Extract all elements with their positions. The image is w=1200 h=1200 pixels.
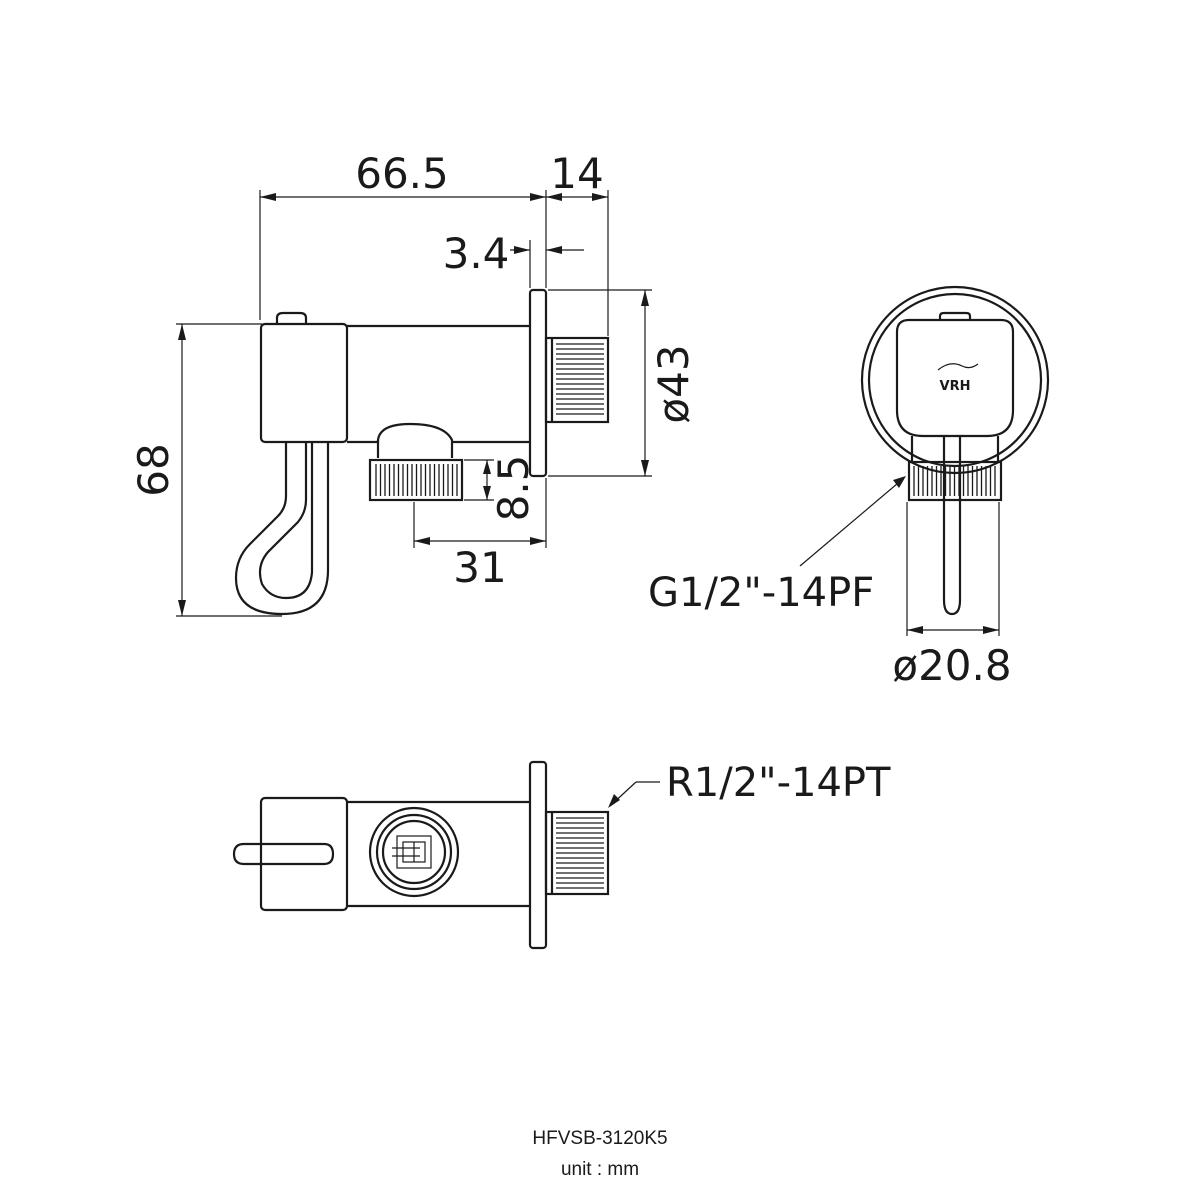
lever-loop [234, 442, 330, 616]
brand-logo-mark [937, 363, 979, 371]
end-lever [942, 436, 962, 616]
dim-outlet-thread-diameter: ø20.8 [892, 641, 1011, 690]
brand-logo: VRH [940, 379, 971, 394]
inlet-thread [544, 336, 610, 424]
top-inlet-thread [544, 810, 610, 896]
outlet-dome [376, 422, 454, 458]
top-outlet-inner [381, 819, 447, 885]
lever-loop-inner [258, 442, 314, 600]
top-outlet-cartridge [392, 835, 432, 869]
top-view: R1/2"-14PT [232, 760, 891, 950]
valve-body [347, 324, 530, 444]
end-button [938, 311, 972, 320]
side-view [234, 288, 610, 616]
handle-button [275, 311, 308, 324]
top-flange [528, 760, 548, 950]
top-outlet-outer [368, 806, 460, 898]
end-outlet-thread [907, 460, 1003, 502]
unit-label: unit : mm [561, 1159, 639, 1180]
callout-inlet-thread: R1/2"-14PT [666, 760, 891, 806]
dim-outlet-offset: 8.5 [489, 455, 538, 522]
outlet-thread [368, 458, 464, 502]
top-handle-block [259, 796, 349, 912]
top-lever [232, 842, 335, 866]
flange [528, 288, 548, 478]
end-view: VRH ø20.8 G1/2"-14PF [648, 285, 1050, 690]
dim-flange-thickness: 3.4 [443, 229, 510, 278]
dim-height: 68 [129, 443, 178, 496]
side-view-dimensions: 66.5 14 3.4 ø43 68 8.5 [129, 149, 698, 617]
handle-block [259, 322, 349, 444]
handle-face [895, 318, 1015, 438]
dim-thread-length: 14 [550, 149, 603, 198]
top-outlet-mid [375, 813, 453, 891]
dim-outlet-distance: 31 [453, 543, 506, 592]
callout-outlet-thread: G1/2"-14PF [648, 570, 874, 616]
model-number: HFVSB-3120K5 [532, 1128, 667, 1149]
dim-overall-length: 66.5 [355, 149, 449, 198]
dim-flange-diameter: ø43 [649, 344, 698, 423]
